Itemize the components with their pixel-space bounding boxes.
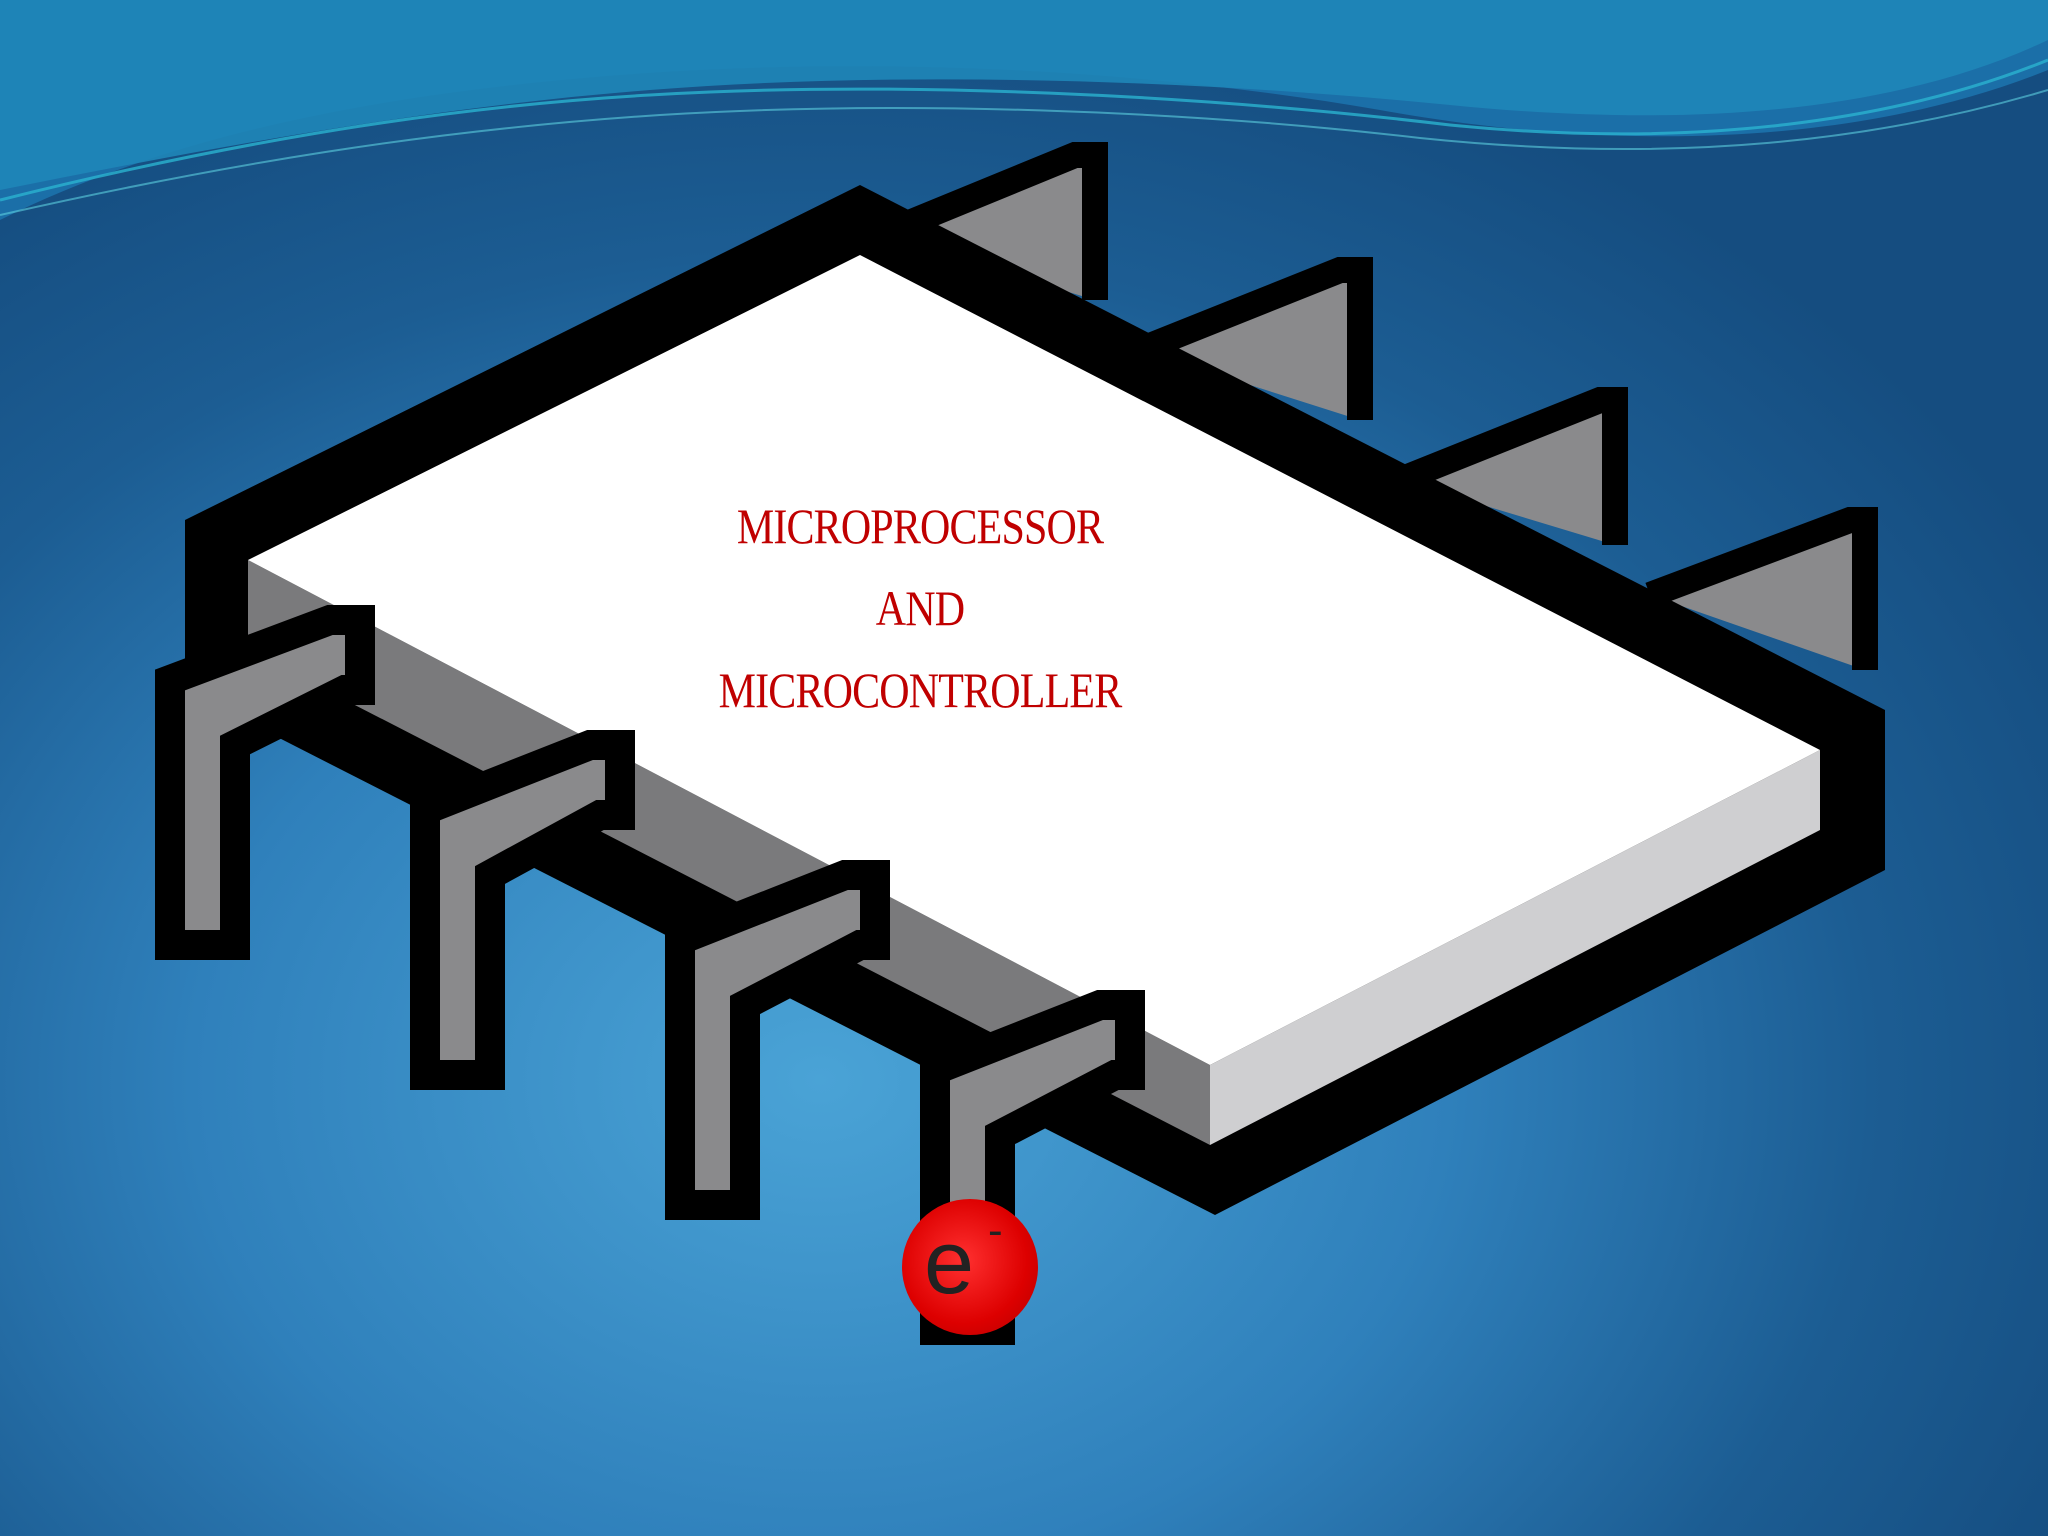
chip-front-face: [1210, 750, 1820, 1145]
front-pins: [155, 605, 1145, 1345]
title-line-3: MICROCONTROLLER: [718, 662, 1123, 718]
wave-decoration: [0, 0, 2048, 220]
electron-symbol: e: [924, 1213, 975, 1313]
title-line-1: MICROPROCESSOR: [736, 498, 1104, 554]
slide-title: MICROPROCESSOR AND MICROCONTROLLER: [660, 485, 1181, 731]
back-pins: [875, 142, 1878, 670]
chip-top-face: [248, 255, 1820, 1065]
ic-chip-icon: [155, 142, 1885, 1345]
electron-charge: -: [988, 1206, 1003, 1255]
title-line-2: AND: [875, 580, 965, 636]
electron-icon: e -: [902, 1199, 1038, 1335]
chip-side-face: [248, 560, 1210, 1145]
